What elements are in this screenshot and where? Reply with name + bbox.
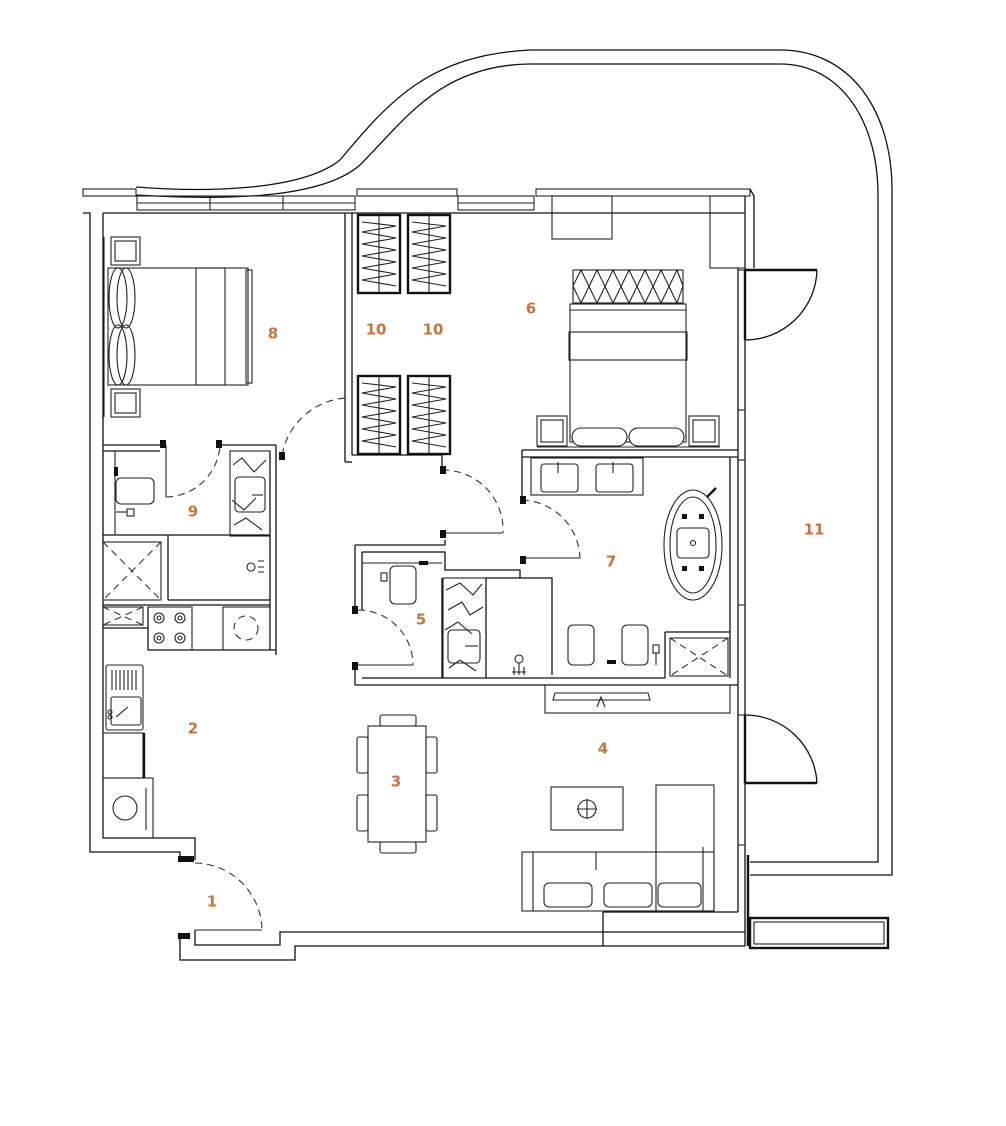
room-label-1: 1 [207, 893, 217, 911]
room-label-2: 2 [188, 720, 198, 738]
room-label-3: 3 [391, 773, 401, 791]
top-windows [82, 188, 755, 268]
doors [160, 268, 818, 939]
living-furniture [521, 784, 715, 912]
room-label-9: 9 [188, 503, 198, 521]
bed-room-6 [536, 195, 746, 448]
walls [83, 212, 890, 961]
room-label-10a: 10 [366, 321, 387, 339]
bed-room-8 [103, 236, 253, 418]
kitchen-fixtures [102, 606, 271, 839]
closets-10 [356, 213, 452, 456]
terrace-outline [135, 49, 893, 876]
bath-5-fixtures [362, 561, 526, 679]
bath-7-fixtures [530, 457, 729, 708]
room-label-5: 5 [416, 611, 426, 629]
interior-walls [103, 213, 738, 714]
room-labels: 1 2 3 4 5 6 7 8 9 10 10 11 [188, 300, 825, 911]
room-label-7: 7 [606, 553, 616, 571]
room-label-6: 6 [526, 300, 536, 318]
dining-table [356, 714, 438, 854]
room-label-4: 4 [598, 740, 608, 758]
bath-9-fixtures [102, 450, 271, 601]
room-label-11: 11 [804, 521, 825, 539]
room-label-8: 8 [268, 325, 278, 343]
room-label-10b: 10 [423, 321, 444, 339]
